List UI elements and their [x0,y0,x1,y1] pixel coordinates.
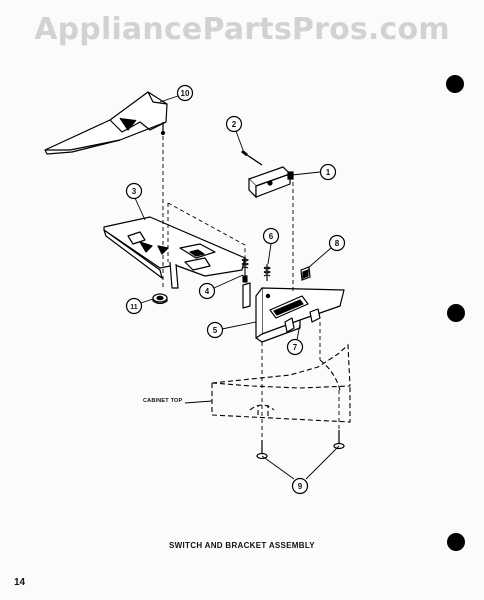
page-number: 14 [14,577,26,588]
callout-4: 4 [198,282,216,300]
callout-2: 2 [225,115,243,133]
part-8-clip [300,266,311,281]
callout-9-label: 9 [298,482,303,491]
watermark: AppliancePartsPros.com [34,12,450,47]
part-6-spring [263,264,271,281]
callout-10: 10 [176,84,194,102]
callout-4-label: 4 [205,287,210,296]
callout-9: 9 [291,477,309,495]
callout-1: 1 [319,163,337,181]
callout-7: 7 [286,338,304,356]
callout-11: 11 [125,297,143,315]
cabinet-top-outline [211,343,351,423]
part-1-switch [247,166,294,199]
callout-6: 6 [262,227,280,245]
assembly-alignment-lines [162,136,340,440]
part-11-grommet [152,293,168,305]
callout-5: 5 [206,321,224,339]
part-4-spring-pin [241,257,249,283]
callout-7-label: 7 [293,343,298,352]
callout-1-label: 1 [326,168,331,177]
callout-3: 3 [125,182,143,200]
callout-3-label: 3 [132,187,137,196]
part-3-upper-bracket [103,216,246,289]
diagram-caption: SWITCH AND BRACKET ASSEMBLY [169,541,315,550]
part-10-actuator-lever [44,91,168,155]
callout-10-label: 10 [181,89,190,98]
part-5-switch-bracket [242,282,345,343]
callout-5-label: 5 [213,326,218,335]
callout-11-label: 11 [130,304,138,311]
callout-8-label: 8 [335,239,340,248]
part-2-screw [241,149,263,166]
callout-8: 8 [328,234,346,252]
cabinet-top-label: CABINET TOP [143,398,183,404]
callout-2-label: 2 [232,120,237,129]
callout-leader-lines [134,95,340,480]
binder-holes [446,75,465,551]
callout-6-label: 6 [269,232,274,241]
